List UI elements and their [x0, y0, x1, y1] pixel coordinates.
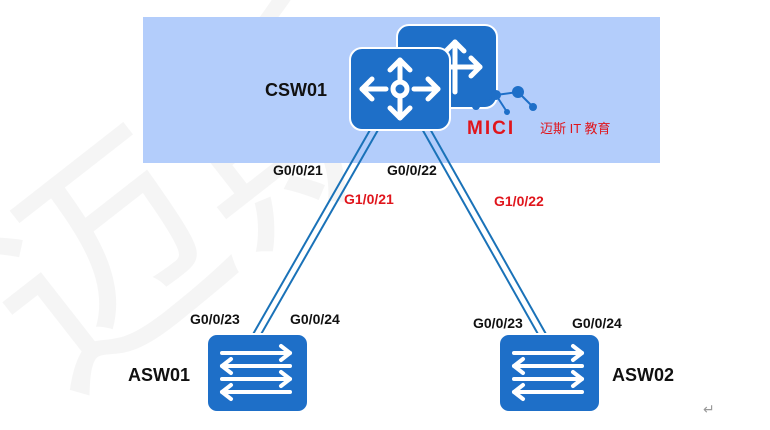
router-icon	[359, 57, 441, 121]
switch-icon	[512, 344, 584, 401]
link-g0-0-22-to-asw02	[416, 119, 548, 351]
links-core-to-asw01	[243, 129, 379, 351]
port-label-member-left: G1/0/21	[344, 191, 394, 207]
port-label-member-right: G1/0/22	[494, 193, 544, 209]
link-g0-0-21-to-asw01	[243, 129, 371, 351]
asw02-body	[498, 333, 601, 413]
logo-brand: MICI	[467, 118, 515, 139]
port-label-asw01-right: G0/0/24	[290, 311, 340, 327]
access-switch-asw01[interactable]	[206, 333, 309, 413]
router-icon	[427, 39, 483, 95]
core-switch[interactable]	[349, 47, 451, 131]
switch-icon	[220, 344, 292, 401]
port-label-core-left: G0/0/21	[273, 162, 323, 178]
asw02-name: ASW02	[612, 365, 674, 385]
port-label-asw02-left: G0/0/23	[473, 315, 523, 331]
return-mark: ↵	[703, 401, 715, 417]
links-core-to-asw02	[416, 119, 556, 351]
port-label-asw02-right: G0/0/24	[572, 315, 622, 331]
logo-tagline: 迈斯 IT 教育	[540, 121, 611, 136]
core-switch-body	[349, 47, 451, 131]
asw01-body	[206, 333, 309, 413]
mici-logo: MICI 迈斯 IT 教育	[467, 86, 611, 139]
link-g1-0-22-to-asw02	[424, 119, 556, 351]
asw01-name: ASW01	[128, 365, 190, 385]
link-g1-0-21-to-asw01	[251, 129, 379, 351]
molecule-icon	[472, 86, 537, 115]
core-device-name: CSW01	[265, 80, 327, 100]
port-label-core-right: G0/0/22	[387, 162, 437, 178]
access-switch-asw02[interactable]	[498, 333, 601, 413]
port-label-asw01-left: G0/0/23	[190, 311, 240, 327]
